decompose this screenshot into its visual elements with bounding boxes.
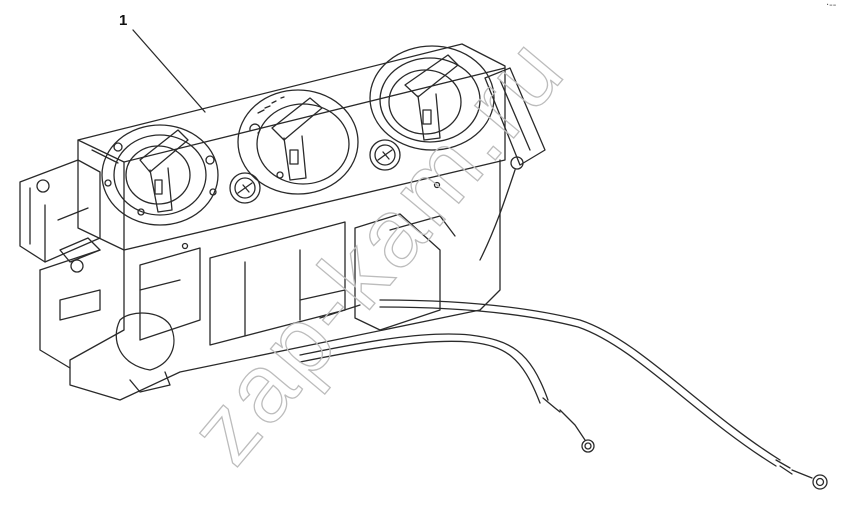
cable-long	[379, 299, 828, 490]
air-distribution-knob-icon	[369, 45, 495, 151]
lower-housing	[69, 159, 501, 401]
right-mounting-bracket	[484, 67, 546, 166]
callout-leader-line	[132, 29, 206, 113]
fan-speed-knob-icon	[101, 124, 219, 226]
watermark-text: zap-kam.ru	[169, 16, 585, 483]
small-indicator-dial-left	[229, 172, 261, 204]
temperature-knob-icon	[237, 89, 359, 195]
cable-short	[299, 333, 595, 453]
front-face-panel	[77, 43, 506, 251]
corner-mark: ·--	[826, 0, 837, 11]
small-indicator-dial-right	[369, 139, 401, 171]
callout-label: 1	[119, 12, 128, 29]
left-mounting-bracket	[19, 159, 101, 263]
